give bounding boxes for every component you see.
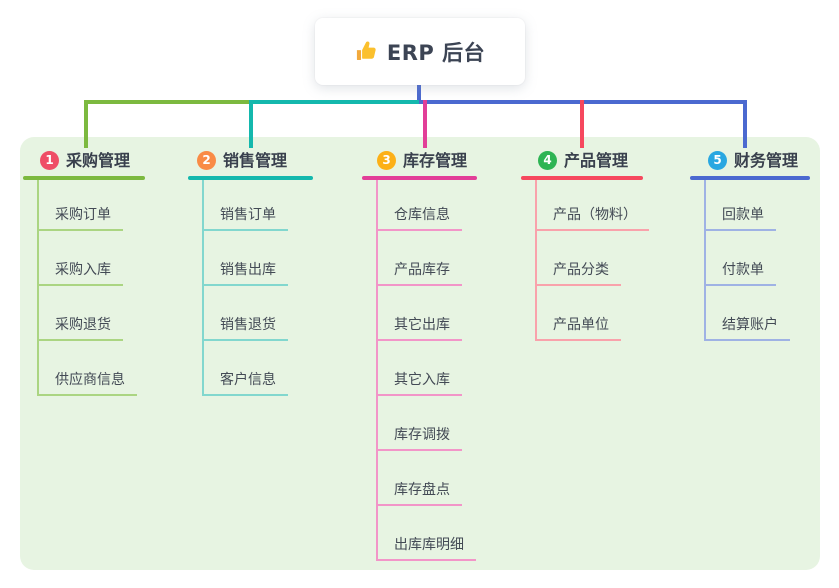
branch-underline bbox=[521, 176, 643, 180]
branch-number-badge: 2 bbox=[197, 151, 216, 170]
branch-number-badge: 4 bbox=[538, 151, 557, 170]
connector-bar-segment bbox=[253, 100, 419, 104]
child-node: 采购入库 bbox=[37, 258, 123, 286]
child-connector-line bbox=[202, 180, 204, 394]
branch-underline bbox=[188, 176, 313, 180]
child-node: 客户信息 bbox=[202, 368, 288, 396]
branch-number-badge: 3 bbox=[377, 151, 396, 170]
child-node: 产品分类 bbox=[535, 258, 621, 286]
child-node: 销售出库 bbox=[202, 258, 288, 286]
root-connector-line bbox=[417, 84, 421, 101]
child-connector-line bbox=[376, 180, 378, 559]
branch-drop-line bbox=[249, 100, 253, 148]
branches-panel bbox=[20, 137, 820, 570]
child-connector-line bbox=[37, 180, 39, 394]
branch-label: 财务管理 bbox=[734, 151, 799, 170]
child-node: 采购退货 bbox=[37, 313, 123, 341]
child-node: 产品库存 bbox=[376, 258, 462, 286]
child-node: 结算账户 bbox=[704, 313, 790, 341]
child-node: 其它出库 bbox=[376, 313, 462, 341]
branch-drop-line bbox=[84, 100, 88, 148]
child-node: 付款单 bbox=[704, 258, 776, 286]
child-node: 出库库明细 bbox=[376, 533, 476, 561]
child-node: 销售订单 bbox=[202, 203, 288, 231]
branch-label: 库存管理 bbox=[403, 151, 468, 170]
branch-underline bbox=[23, 176, 145, 180]
child-node: 产品单位 bbox=[535, 313, 621, 341]
branch-label: 产品管理 bbox=[564, 151, 629, 170]
child-node: 库存调拨 bbox=[376, 423, 462, 451]
child-node: 销售退货 bbox=[202, 313, 288, 341]
child-node: 其它入库 bbox=[376, 368, 462, 396]
child-node: 供应商信息 bbox=[37, 368, 137, 396]
root-node: ERP 后台 bbox=[315, 18, 525, 85]
child-node: 采购订单 bbox=[37, 203, 123, 231]
branch-label: 销售管理 bbox=[223, 151, 288, 170]
child-connector-line bbox=[704, 180, 706, 339]
branch-drop-line bbox=[580, 100, 584, 148]
branch-underline bbox=[690, 176, 810, 180]
branch-label: 采购管理 bbox=[66, 151, 131, 170]
child-node: 仓库信息 bbox=[376, 203, 462, 231]
child-node: 产品（物料） bbox=[535, 203, 649, 231]
connector-bar-segment bbox=[84, 100, 253, 104]
child-node: 库存盘点 bbox=[376, 478, 462, 506]
branch-underline bbox=[362, 176, 477, 180]
branch-number-badge: 5 bbox=[708, 151, 727, 170]
child-node: 回款单 bbox=[704, 203, 776, 231]
branch-drop-line bbox=[743, 100, 747, 148]
thumbs-up-icon bbox=[356, 41, 376, 61]
branch-drop-line bbox=[423, 100, 427, 148]
branch-number-badge: 1 bbox=[40, 151, 59, 170]
root-title: ERP 后台 bbox=[386, 40, 486, 65]
child-connector-line bbox=[535, 180, 537, 339]
